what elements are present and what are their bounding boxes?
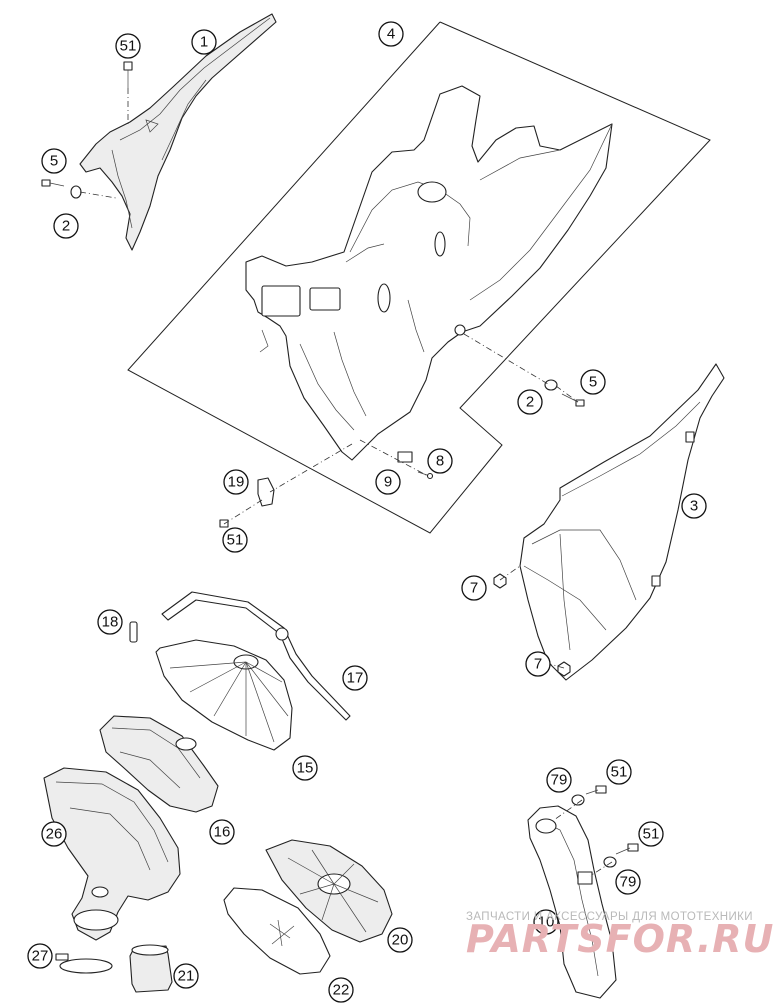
- hardware-bolt-51-top[interactable]: [123, 61, 133, 88]
- svg-text:22: 22: [333, 982, 350, 999]
- svg-text:17: 17: [347, 670, 364, 687]
- hardware-clip-8[interactable]: [397, 451, 413, 463]
- callout-51-top: 51: [115, 33, 141, 59]
- svg-text:7: 7: [470, 580, 478, 597]
- svg-text:19: 19: [228, 474, 245, 491]
- callout-18: 18: [97, 609, 123, 635]
- assembly-leader-lines: [79, 88, 613, 877]
- hardware-washer-79-upper[interactable]: [571, 794, 585, 806]
- svg-text:5: 5: [50, 153, 58, 170]
- callout-20: 20: [387, 927, 413, 953]
- callout-8: 8: [427, 448, 453, 474]
- part-1-side-bracket[interactable]: [79, 13, 277, 251]
- svg-text:51: 51: [120, 38, 137, 55]
- callout-51-lower-b: 51: [638, 821, 664, 847]
- svg-text:51: 51: [643, 826, 660, 843]
- svg-text:27: 27: [32, 948, 49, 965]
- hardware-washer-2-right[interactable]: [544, 379, 558, 391]
- hardware-pin-18[interactable]: [129, 621, 138, 643]
- callout-17: 17: [342, 665, 368, 691]
- svg-text:16: 16: [214, 824, 231, 841]
- callout-27: 27: [27, 943, 53, 969]
- callout-1: 1: [191, 29, 217, 55]
- svg-text:1: 1: [200, 34, 208, 51]
- svg-text:51: 51: [227, 532, 244, 549]
- callout-51-mid: 51: [222, 527, 248, 553]
- svg-text:10: 10: [538, 914, 555, 931]
- callout-2-left: 2: [53, 213, 79, 239]
- hardware-bolt-5-left[interactable]: [41, 179, 65, 187]
- part-22-filter-element[interactable]: [223, 887, 331, 975]
- part-17-filter-support[interactable]: [161, 591, 351, 721]
- hardware-bolt-5-right[interactable]: [561, 393, 585, 407]
- callout-26: 26: [41, 821, 67, 847]
- part-16-filter-holder[interactable]: [99, 715, 219, 813]
- callout-7-lower: 7: [525, 651, 551, 677]
- part-3-side-cover[interactable]: [519, 363, 725, 681]
- svg-text:15: 15: [297, 760, 314, 777]
- hardware-washer-2-left[interactable]: [70, 185, 82, 199]
- callout-2-right: 2: [517, 389, 543, 415]
- callout-4: 4: [378, 21, 404, 47]
- svg-text:5: 5: [589, 374, 597, 391]
- part-21-sleeve[interactable]: [129, 944, 173, 993]
- hardware-bracket-19[interactable]: [257, 477, 275, 507]
- part-15-air-filter[interactable]: [155, 639, 293, 751]
- svg-text:20: 20: [392, 932, 409, 949]
- svg-text:51: 51: [611, 764, 628, 781]
- svg-text:8: 8: [436, 453, 444, 470]
- callout-79-upper: 79: [546, 767, 572, 793]
- callout-19: 19: [223, 469, 249, 495]
- svg-text:2: 2: [526, 394, 534, 411]
- airbox-assembly-frame: [127, 21, 711, 534]
- part-27-clamp[interactable]: [55, 953, 113, 974]
- hardware-washer-79-lower[interactable]: [603, 856, 617, 868]
- part-10-fender[interactable]: [527, 805, 617, 999]
- callout-16: 16: [209, 819, 235, 845]
- callout-10: 10: [533, 909, 559, 935]
- watermark: ЗАПЧАСТИ И АКСЕССУАРЫ ДЛЯ МОТОТЕХНИКИ PA…: [466, 911, 774, 961]
- part-20-filter-cover[interactable]: [265, 839, 393, 943]
- hardware-nut-7-lower[interactable]: [557, 661, 571, 677]
- svg-text:2: 2: [62, 218, 70, 235]
- callout-51-lower-a: 51: [606, 759, 632, 785]
- callout-9: 9: [375, 469, 401, 495]
- callout-5-right: 5: [580, 369, 606, 395]
- svg-text:3: 3: [690, 498, 698, 515]
- callout-7-upper: 7: [461, 575, 487, 601]
- hardware-bolt-51-mid[interactable]: [219, 519, 229, 528]
- callout-15: 15: [292, 755, 318, 781]
- callout-21: 21: [173, 963, 199, 989]
- callout-3: 3: [681, 493, 707, 519]
- part-4-airbox[interactable]: [245, 85, 613, 461]
- svg-text:26: 26: [46, 826, 63, 843]
- watermark-logo: PARTSFOR.RU: [466, 917, 774, 961]
- svg-text:79: 79: [620, 874, 637, 891]
- svg-text:21: 21: [178, 968, 195, 985]
- callout-5-left: 5: [41, 148, 67, 174]
- hardware-bolt-51-lower-b[interactable]: [615, 843, 639, 855]
- callout-22: 22: [328, 977, 354, 1003]
- callout-79-lower: 79: [615, 869, 641, 895]
- svg-text:9: 9: [384, 474, 392, 491]
- hardware-nut-7-upper[interactable]: [493, 573, 507, 589]
- part-26-intake-boot[interactable]: [43, 767, 181, 941]
- hardware-screw-9[interactable]: [417, 471, 434, 480]
- svg-text:4: 4: [387, 26, 395, 43]
- svg-text:7: 7: [534, 656, 542, 673]
- hardware-bolt-51-lower-a[interactable]: [585, 785, 607, 795]
- svg-text:79: 79: [551, 772, 568, 789]
- svg-text:18: 18: [102, 614, 119, 631]
- watermark-tagline: ЗАПЧАСТИ И АКСЕССУАРЫ ДЛЯ МОТОТЕХНИКИ: [466, 911, 753, 923]
